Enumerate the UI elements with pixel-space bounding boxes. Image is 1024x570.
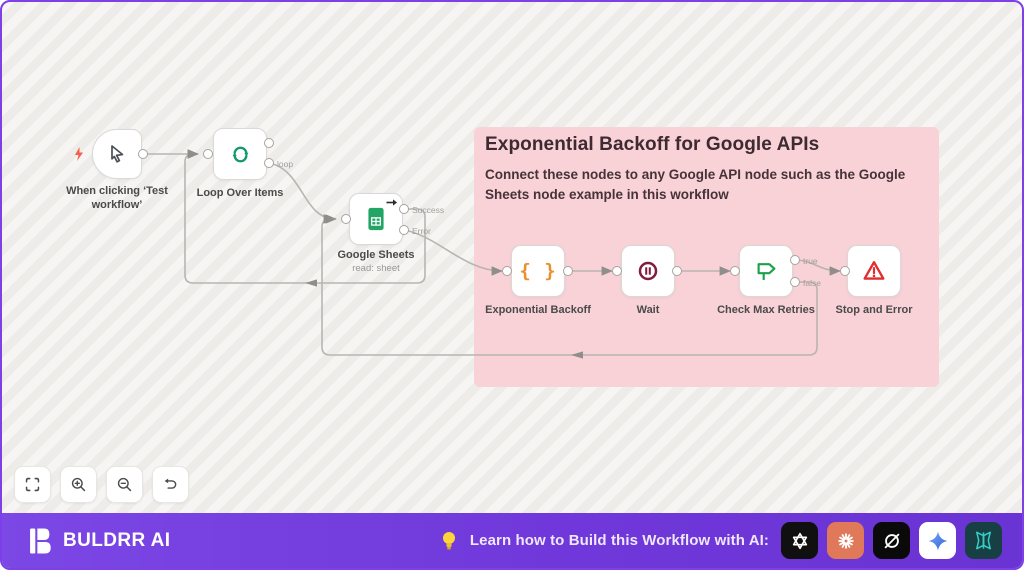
node-label-check-max-retries: Check Max Retries	[717, 304, 815, 316]
port-loop-input[interactable]	[203, 149, 213, 159]
trigger-bolt-icon	[75, 147, 83, 161]
buldrr-logo-icon	[30, 528, 51, 553]
claude-icon[interactable]	[827, 522, 864, 559]
node-label-stop-and-error: Stop and Error	[835, 304, 913, 316]
signpost-icon	[757, 262, 775, 280]
lightbulb-icon	[442, 531, 455, 549]
grok-icon[interactable]	[873, 522, 910, 559]
undo-icon	[164, 478, 177, 489]
pause-circle-icon	[638, 261, 658, 281]
port-backoff-input[interactable]	[502, 266, 512, 276]
node-label-loop-over-items: Loop Over Items	[196, 187, 284, 199]
gemini-icon[interactable]	[919, 522, 956, 559]
sticky-note-body: Connect these nodes to any Google API no…	[485, 167, 906, 203]
ai-icon-row	[781, 522, 1002, 559]
port-sheets-error[interactable]	[399, 225, 409, 235]
zoom-out-icon	[117, 477, 132, 492]
zoom-in-button[interactable]	[60, 466, 97, 503]
port-loop-output-loop[interactable]	[264, 158, 274, 168]
fit-view-button[interactable]	[14, 466, 51, 503]
canvas-toolbar	[14, 466, 189, 503]
node-label-wait: Wait	[636, 304, 660, 316]
port-trigger-output[interactable]	[138, 149, 148, 159]
port-check-input[interactable]	[730, 266, 740, 276]
node-label-manual-trigger: When clicking ‘Test workflow’	[66, 185, 168, 211]
port-backoff-output[interactable]	[563, 266, 573, 276]
port-wait-output[interactable]	[672, 266, 682, 276]
port-sheets-success[interactable]	[399, 204, 409, 214]
port-wait-input[interactable]	[612, 266, 622, 276]
port-stop-input[interactable]	[840, 266, 850, 276]
node-label-exponential-backoff: Exponential Backoff	[485, 304, 591, 316]
footer-bar: BULDRR AI Learn how to Build this Workfl…	[2, 513, 1022, 568]
openai-icon[interactable]	[781, 522, 818, 559]
node-check-max-retries[interactable]	[739, 245, 793, 297]
node-link-arrow-icon	[386, 199, 397, 206]
teal-ai-icon[interactable]	[965, 522, 1002, 559]
node-sublabel-google-sheets: read: sheet	[352, 263, 400, 274]
zoom-out-button[interactable]	[106, 466, 143, 503]
sticky-note-title: Exponential Backoff for Google APIs	[485, 134, 820, 155]
brand-name: BULDRR AI	[63, 529, 171, 551]
port-label-false: false	[803, 278, 821, 288]
node-exponential-backoff[interactable]: { }	[511, 245, 565, 297]
cursor-icon	[111, 145, 124, 163]
brand[interactable]: BULDRR AI	[28, 526, 170, 556]
port-loop-output-done[interactable]	[264, 138, 274, 148]
port-label-true: true	[803, 256, 818, 266]
port-label-success: Success	[412, 205, 445, 215]
warning-triangle-icon	[863, 261, 885, 280]
port-check-true[interactable]	[790, 255, 800, 265]
port-label-error: Error	[412, 226, 431, 236]
cta-text: Learn how to Build this Workflow with AI…	[469, 532, 769, 549]
undo-button[interactable]	[152, 466, 189, 503]
node-manual-trigger[interactable]	[92, 129, 142, 179]
code-braces-icon: { }	[519, 260, 557, 282]
node-google-sheets[interactable]	[349, 193, 403, 245]
node-wait[interactable]	[621, 245, 675, 297]
node-label-google-sheets: Google Sheets	[337, 249, 415, 261]
footer-cta-group: Learn how to Build this Workflow with AI…	[440, 522, 1002, 559]
wire-midarrow-left-upper	[305, 279, 317, 287]
port-label-loop: loop	[277, 159, 294, 169]
zoom-in-icon	[71, 477, 86, 492]
port-sheets-input[interactable]	[341, 214, 351, 224]
fit-view-icon	[25, 477, 40, 492]
node-stop-and-error[interactable]	[847, 245, 901, 297]
loop-icon	[232, 146, 248, 162]
port-check-false[interactable]	[790, 277, 800, 287]
node-loop-over-items[interactable]	[213, 128, 267, 180]
google-sheets-icon	[368, 207, 384, 231]
